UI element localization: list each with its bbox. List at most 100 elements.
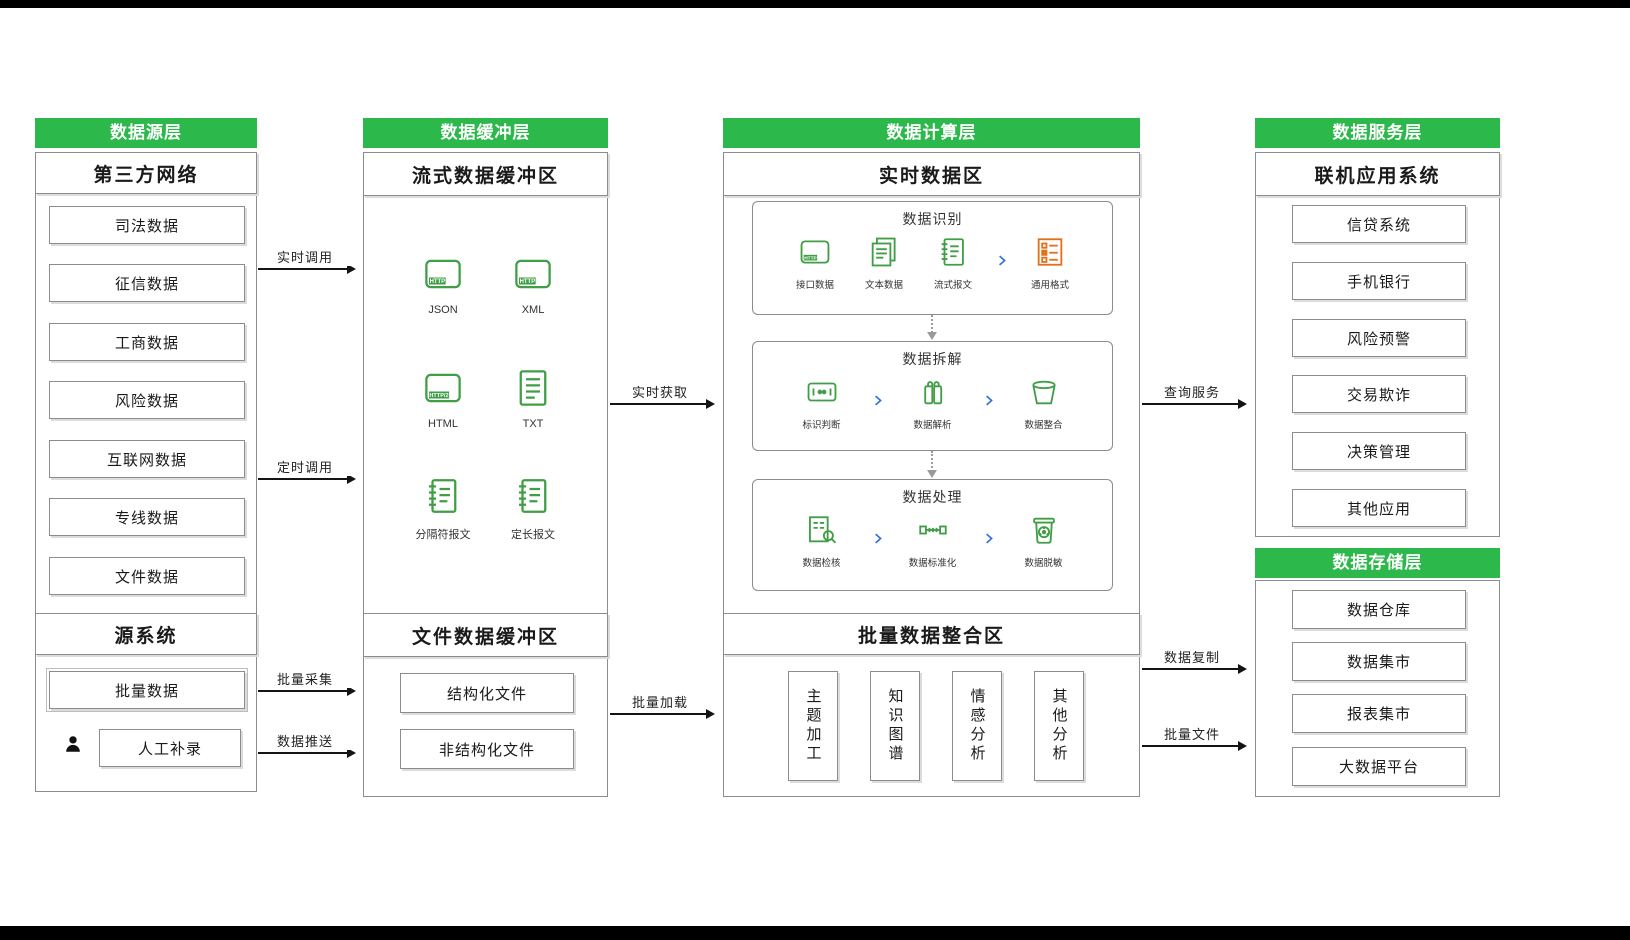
arrow-batch-file: [1142, 741, 1247, 751]
split-merge: 数据整合: [1016, 375, 1072, 431]
service-layer-header: 数据服务层: [1255, 118, 1500, 148]
service-mobile-banking: 手机银行: [1292, 262, 1466, 300]
flow-down-arrow-1: [927, 315, 937, 340]
format-txt: TXT: [490, 367, 576, 430]
structured-file-box: 结构化文件: [400, 673, 574, 713]
buffer-layer-panel: 流式数据缓冲区 HTTP JSON HTTP XML HTTP/2 HTML T…: [363, 152, 608, 797]
process-mask: 数据脱敏: [1016, 513, 1072, 569]
stage-data-process: 数据处理 数据检核 数据标准化 数据脱敏: [752, 479, 1113, 591]
chevron-right-icon: [870, 393, 885, 413]
stage-title: 数据处理: [902, 489, 963, 505]
http-api-card-icon: HTTP: [798, 235, 832, 274]
format-delimited: 分隔符报文: [400, 475, 486, 542]
source-item-internet: 互联网数据: [49, 440, 245, 478]
source-item-risk: 风险数据: [49, 381, 245, 419]
message-notebook-icon: [936, 235, 970, 274]
process-standardize: 数据标准化: [905, 513, 961, 569]
bottom-black-bar: [0, 926, 1630, 940]
third-party-network-title: 第三方网络: [35, 152, 257, 194]
recognize-generic-format: 通用格式: [1022, 235, 1078, 291]
service-layer-column: 数据服务层 联机应用系统 信贷系统 手机银行 风险预警 交易欺诈 决策管理 其他…: [1255, 118, 1500, 537]
data-audit-key-icon: [805, 513, 839, 552]
svg-text:HTTP: HTTP: [430, 279, 446, 285]
arrow-query-service: [1142, 399, 1247, 409]
arrow-realtime-call: [258, 264, 356, 274]
arrow-label-batch-collect: 批量采集: [259, 669, 351, 688]
storage-data-mart: 数据集市: [1292, 642, 1466, 681]
arrow-scheduled-call: [258, 474, 356, 484]
source-layer-header: 数据源层: [35, 118, 257, 148]
split-identify: 标识判断: [794, 375, 850, 431]
storage-layer-header: 数据存储层: [1255, 548, 1500, 578]
batch-other-analysis: 其他分析: [1034, 671, 1084, 781]
stage-data-recognition: 数据识别 HTTP 接口数据 文本数据 流式报文: [752, 201, 1113, 315]
chevron-right-icon: [870, 531, 885, 551]
source-item-file: 文件数据: [49, 557, 245, 595]
compute-layer-column: 数据计算层 实时数据区 数据识别 HTTP 接口数据 文本数据: [723, 118, 1140, 797]
format-html: HTTP/2 HTML: [400, 367, 486, 430]
text-document-icon: [512, 367, 554, 414]
http-api-card-icon: HTTP: [422, 253, 464, 300]
process-audit: 数据检核: [794, 513, 850, 569]
buffer-layer-header: 数据缓冲层: [363, 118, 608, 148]
compute-layer-panel: 实时数据区 数据识别 HTTP 接口数据 文本数据 流式报文: [723, 152, 1140, 797]
file-buffer-title: 文件数据缓冲区: [363, 613, 608, 657]
batch-data-box: 批量数据: [46, 668, 248, 712]
recognize-api-data: HTTP 接口数据: [787, 235, 843, 291]
service-risk-warning: 风险预警: [1292, 319, 1466, 357]
realtime-zone-title: 实时数据区: [723, 152, 1140, 196]
source-system-title: 源系统: [35, 613, 257, 655]
online-app-title: 联机应用系统: [1255, 152, 1500, 196]
svg-text:HTTP: HTTP: [804, 255, 817, 261]
stream-buffer-title: 流式数据缓冲区: [363, 152, 608, 196]
arrow-label-realtime-call: 实时调用: [259, 247, 351, 266]
arrow-label-scheduled-call: 定时调用: [259, 457, 351, 476]
format-fixed-length: 定长报文: [490, 475, 576, 542]
service-other-apps: 其他应用: [1292, 489, 1466, 527]
manual-entry-box: 人工补录: [99, 729, 241, 767]
arrow-label-realtime-fetch: 实时获取: [614, 382, 706, 401]
arrow-data-push: [258, 748, 356, 758]
stage-data-split: 数据拆解 标识判断 数据解析 数据整合: [752, 341, 1113, 451]
person-icon: [62, 733, 84, 755]
storage-report-mart: 报表集市: [1292, 694, 1466, 733]
arrow-realtime-fetch: [610, 399, 715, 409]
format-json: HTTP JSON: [400, 253, 486, 316]
arrow-batch-collect: [258, 686, 356, 696]
data-parse-icon: [916, 375, 950, 414]
svg-text:HTTP: HTTP: [520, 279, 536, 285]
arrow-label-query-service: 查询服务: [1146, 382, 1238, 401]
recognize-text-data: 文本数据: [856, 235, 912, 291]
unstructured-file-box: 非结构化文件: [400, 729, 574, 769]
data-standardize-icon: [916, 513, 950, 552]
source-layer-column: 数据源层 第三方网络 司法数据 征信数据 工商数据 风险数据 互联网数据 专线数…: [35, 118, 257, 792]
message-notebook-icon: [422, 475, 464, 522]
source-item-credit: 征信数据: [49, 264, 245, 302]
data-merge-bucket-icon: [1027, 375, 1061, 414]
storage-layer-column: 数据存储层 数据仓库 数据集市 报表集市 大数据平台: [1255, 548, 1500, 797]
identify-card-icon: [805, 375, 839, 414]
recognize-stream-message: 流式报文: [925, 235, 981, 291]
arrow-batch-load: [610, 709, 715, 719]
service-fraud: 交易欺诈: [1292, 375, 1466, 413]
source-item-business: 工商数据: [49, 323, 245, 361]
arrow-label-data-push: 数据推送: [259, 731, 351, 750]
arrow-data-copy: [1142, 664, 1247, 674]
arrow-label-batch-load: 批量加载: [614, 692, 706, 711]
batch-sentiment-analysis: 情感分析: [952, 671, 1002, 781]
storage-warehouse: 数据仓库: [1292, 590, 1466, 629]
stage-title: 数据识别: [902, 211, 963, 227]
chevron-right-icon: [981, 393, 996, 413]
service-credit-system: 信贷系统: [1292, 205, 1466, 243]
arrow-label-batch-file: 批量文件: [1146, 724, 1238, 743]
chevron-right-icon: [994, 253, 1009, 273]
service-decision: 决策管理: [1292, 432, 1466, 470]
storage-layer-panel: 数据仓库 数据集市 报表集市 大数据平台: [1255, 580, 1500, 797]
http-api-card-icon: HTTP: [512, 253, 554, 300]
top-black-bar: [0, 0, 1630, 8]
svg-text:HTTP/2: HTTP/2: [429, 393, 448, 399]
storage-bigdata: 大数据平台: [1292, 747, 1466, 786]
buffer-layer-column: 数据缓冲层 流式数据缓冲区 HTTP JSON HTTP XML HTTP/2 …: [363, 118, 608, 797]
source-item-line: 专线数据: [49, 498, 245, 536]
